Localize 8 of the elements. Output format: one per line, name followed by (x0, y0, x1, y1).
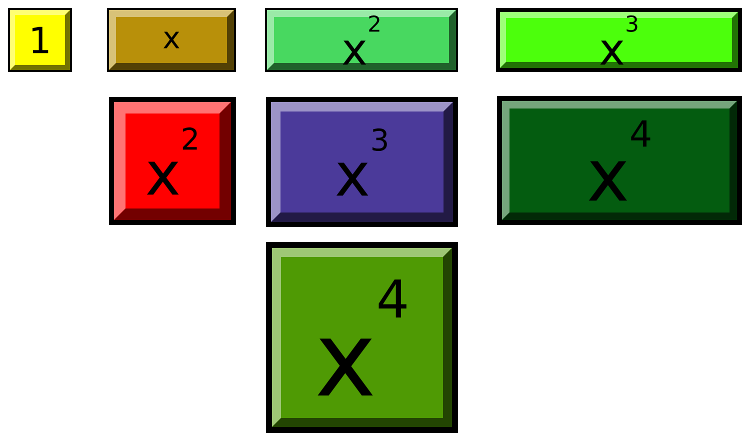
algebra-tile: x4 (497, 96, 742, 225)
algebra-tile: x3 (266, 96, 458, 227)
algebra-tile: 1 (8, 8, 72, 72)
algebra-tile: x2 (265, 8, 458, 72)
algebra-tile: x2 (109, 96, 236, 225)
algebra-tile: x3 (496, 8, 742, 72)
algebra-tile: x4 (266, 242, 458, 433)
algebra-tile: x (107, 8, 236, 72)
